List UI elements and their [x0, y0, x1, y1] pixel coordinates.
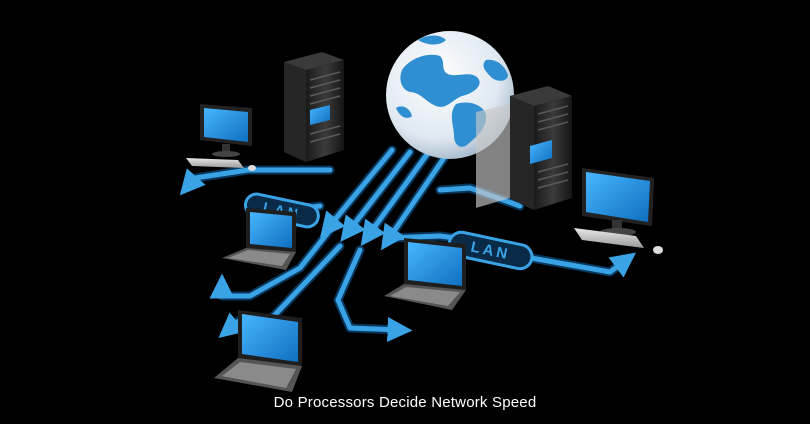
mouse-icon	[653, 246, 663, 254]
desktop-monitor-icon	[186, 104, 256, 171]
server-rack-icon	[284, 52, 344, 162]
laptop-icon	[214, 310, 302, 392]
keyboard-icon	[186, 158, 244, 168]
laptop-icon	[222, 208, 296, 270]
desktop-monitor-icon	[574, 168, 663, 254]
laptop-icon	[384, 238, 466, 310]
server-rack-icon	[476, 86, 572, 210]
lan-tag-right: LAN	[447, 230, 534, 271]
caption-text: Do Processors Decide Network Speed	[273, 394, 537, 411]
mouse-icon	[248, 165, 256, 171]
keyboard-icon	[574, 228, 644, 248]
